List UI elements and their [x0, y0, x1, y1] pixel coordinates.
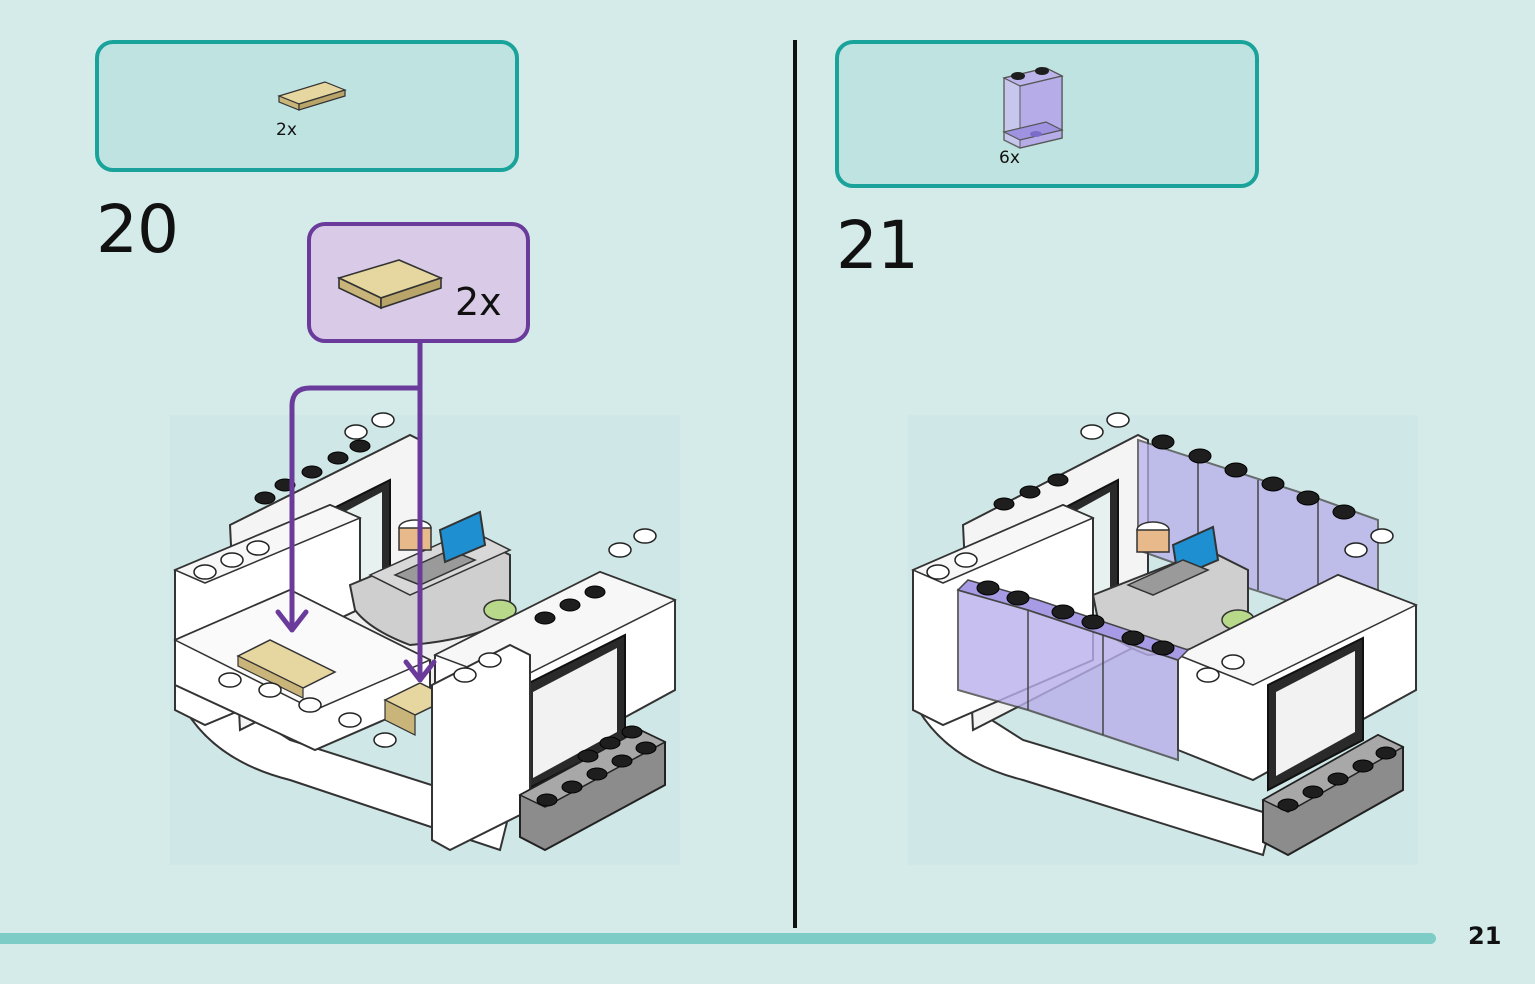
page-divider — [793, 40, 797, 928]
sub-assembly-callout: 2x — [307, 222, 530, 343]
parts-list-box-step-21: 6x — [835, 40, 1259, 188]
trans-purple-panel-icon — [1002, 67, 1064, 149]
page-number: 21 — [1468, 922, 1502, 950]
parts-list-box-step-20: 2x — [95, 40, 519, 172]
callout-arrows — [275, 339, 437, 683]
model-illustration-step-20 — [170, 412, 680, 865]
footer-bar — [0, 933, 1436, 944]
part-quantity: 6x — [999, 148, 1020, 168]
model-illustration-step-21 — [908, 412, 1418, 865]
step-number-21: 21 — [836, 207, 919, 284]
callout-quantity: 2x — [455, 280, 502, 324]
tan-tile-1x2-icon — [277, 81, 347, 111]
part-quantity: 2x — [276, 120, 297, 140]
step-number-20: 20 — [96, 191, 179, 268]
tan-tile-1x2-icon — [336, 259, 444, 310]
